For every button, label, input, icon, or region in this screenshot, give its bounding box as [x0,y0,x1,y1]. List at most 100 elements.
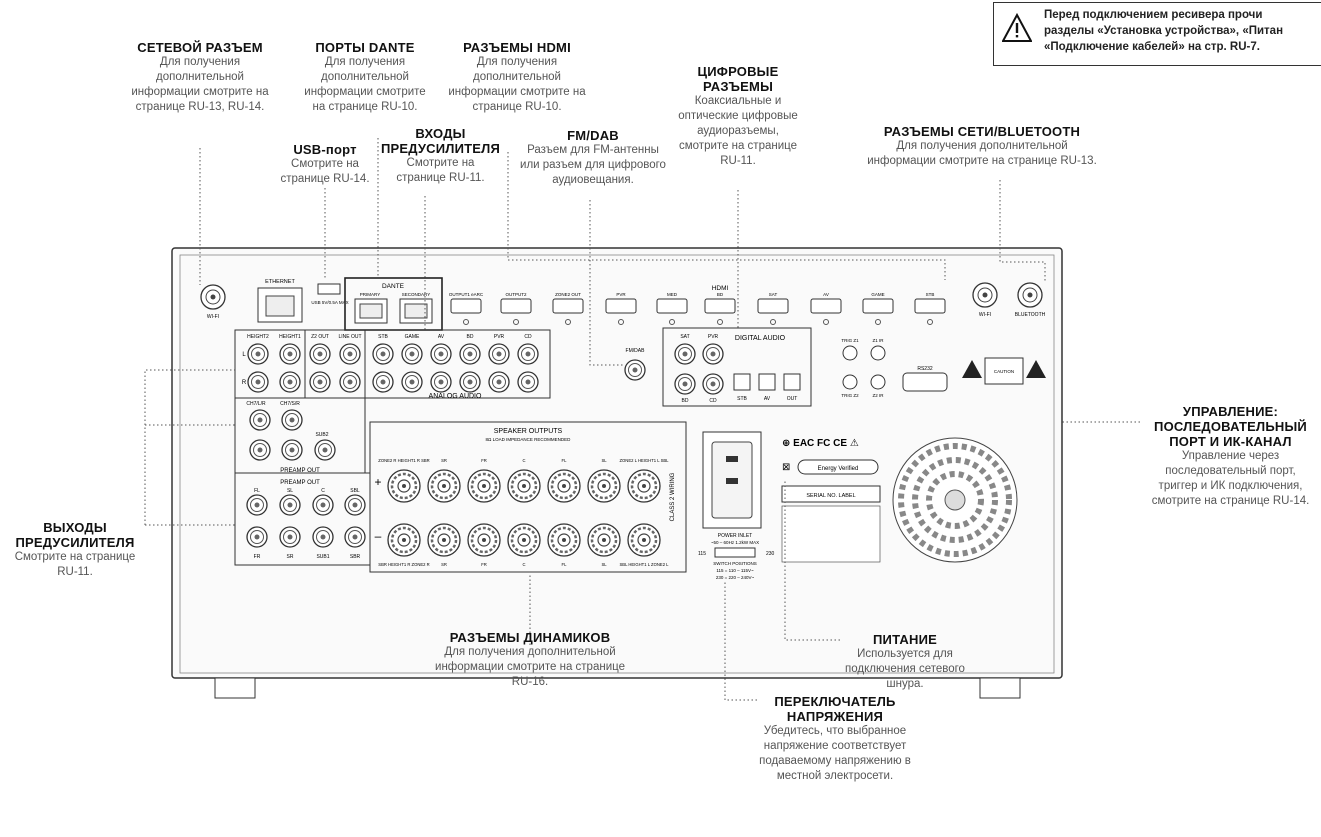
port-label: FL [254,488,260,494]
warning-icon [1002,13,1032,42]
screw [513,319,519,325]
port-label: SAT [769,292,778,297]
svg-text:Z2 OUT: Z2 OUT [311,334,329,340]
speaker-binding-post [506,468,542,504]
svg-text:230 = 220 – 240V~: 230 = 220 – 240V~ [716,575,755,580]
port-label: GAME [405,334,420,340]
svg-text:RS232: RS232 [917,366,933,372]
rca-jack [488,343,510,365]
speaker-outputs-section: SPEAKER OUTPUTS 8Ω LOAD IMPEDANCE RECOMM… [369,421,687,573]
callout-voltage: ПЕРЕКЛЮЧАТЕЛЬ НАПРЯЖЕНИЯ Убедитесь, что … [759,694,911,782]
svg-text:CH7/L/R: CH7/L/R [246,401,266,407]
svg-text:HEIGHT1: HEIGHT1 [279,334,301,340]
svg-text:–: – [375,529,382,543]
speaker-binding-post [626,522,662,558]
screw [875,319,881,325]
callout-preamp-out: ВЫХОДЫ ПРЕДУСИЛИТЕЛЯ Смотрите на страниц… [14,520,136,578]
callout-power: ПИТАНИЕ Используется для подключения сет… [845,632,965,690]
rca-jack [339,371,361,393]
port-label: ZONE2 R HEIGHT1 R SBR [378,458,429,463]
rca-jack [279,371,301,393]
rca-jack [344,526,366,548]
screw [669,319,675,325]
port-label: STB [926,292,935,297]
wifi-left-antenna: WI-FI [200,284,226,320]
port-label: ZONE2 OUT [555,292,581,297]
port-label: BD [467,334,474,340]
port-label: OUTPUT2 [505,292,526,297]
port-label: FL [562,458,568,463]
svg-text:ETHERNET: ETHERNET [265,279,295,285]
port-label: C [321,488,325,494]
svg-text:HDMI: HDMI [712,285,729,292]
svg-text:SAT: SAT [680,334,689,340]
rca-jack [279,494,301,516]
hdmi-port [656,298,688,314]
leader-lines [144,138,1140,701]
port-label: GAME [871,292,884,297]
callout-speakers: РАЗЪЕМЫ ДИНАМИКОВ Для получения дополнит… [435,630,625,688]
svg-text:CH7/S/R: CH7/S/R [280,401,300,407]
rca-jack [279,526,301,548]
svg-text:8Ω LOAD IMPEDANCE RECOMMENDED: 8Ω LOAD IMPEDANCE RECOMMENDED [486,437,572,442]
hdmi-port [914,298,946,314]
rca-jack [312,526,334,548]
rca-jack [339,343,361,365]
svg-text:SWITCH POSITIONS: SWITCH POSITIONS [713,561,757,566]
port-label: FR [481,458,487,463]
callout-dante: ПОРТЫ DANTE Для получения дополнительной… [304,40,426,113]
callout-wifi-bluetooth: РАЗЪЕМЫ СЕТИ/BLUETOOTH Для получения доп… [867,124,1097,167]
svg-text:SERIAL NO. LABEL: SERIAL NO. LABEL [806,493,855,499]
port-label: SR [441,562,447,567]
svg-text:Z2 IR: Z2 IR [872,393,884,398]
svg-text:WI-FI: WI-FI [979,312,991,318]
callout-control: УПРАВЛЕНИЕ: ПОСЛЕДОВАТЕЛЬНЫЙ ПОРТ И ИК-К… [1151,404,1310,507]
port-label: SBR HEIGHT1 R ZONE2 R [378,562,429,567]
svg-text:PVR: PVR [708,334,719,340]
svg-text:WI-FI: WI-FI [207,314,219,320]
screw [823,319,829,325]
certification-labels: ⊕ EAC FC CE ⚠ ⊠ Energy Verified SERIAL N… [781,438,881,563]
rca-jack [517,371,539,393]
hdmi-port [862,298,894,314]
svg-text:PREAMP OUT: PREAMP OUT [280,480,320,486]
digital-audio-section: DIGITAL AUDIO SAT PVR BD CD STB AV OUT [662,327,812,407]
svg-text:SUB2: SUB2 [315,432,328,438]
port-label: FR [254,554,261,560]
chassis [171,247,1063,699]
speaker-binding-post [586,522,622,558]
port-label: SBR [350,554,361,560]
rca-jack [459,371,481,393]
svg-text:+: + [374,475,381,489]
port-label: PVR [616,292,626,297]
port-label: FR [481,562,487,567]
port-label: C [522,458,525,463]
port-label: AV [438,334,445,340]
port-label: SR [287,554,294,560]
rca-jack [372,343,394,365]
rca-jack [488,371,510,393]
callout-network: СЕТЕВОЙ РАЗЪЕМ Для получения дополнитель… [131,40,269,113]
svg-text:Z1 IR: Z1 IR [872,338,884,343]
svg-text:Energy Verified: Energy Verified [818,466,859,472]
rca-jack [430,371,452,393]
speaker-binding-post [426,468,462,504]
rca-jack [279,343,301,365]
svg-text:DIGITAL AUDIO: DIGITAL AUDIO [735,335,786,342]
svg-text:115: 115 [698,551,706,557]
screw [927,319,933,325]
port-label: C [522,562,525,567]
port-label: FL [562,562,568,567]
hdmi-port [704,298,736,314]
usb-port: USB 5V/0.5A MAX [311,283,349,305]
control-ports: TRIG Z1 TRIG Z2 Z1 IR Z2 IR RS232 CAUTIO… [841,338,1046,398]
port-label: SBL HEIGHT1 L ZONE2 L [619,562,669,567]
callout-usb: USB-порт Смотрите на странице RU-14. [280,142,370,185]
port-label: OUTPUT1 eARC [449,292,484,297]
hdmi-port [757,298,789,314]
ethernet-port: ETHERNET [257,279,303,323]
svg-text:⊠: ⊠ [782,462,790,473]
fm-dab-connector: FM/DAB [624,348,646,381]
svg-text:~50 – 60Hz 1.2kW MAX: ~50 – 60Hz 1.2kW MAX [711,540,759,545]
svg-text:CLASS 2 WIRING: CLASS 2 WIRING [670,472,676,521]
